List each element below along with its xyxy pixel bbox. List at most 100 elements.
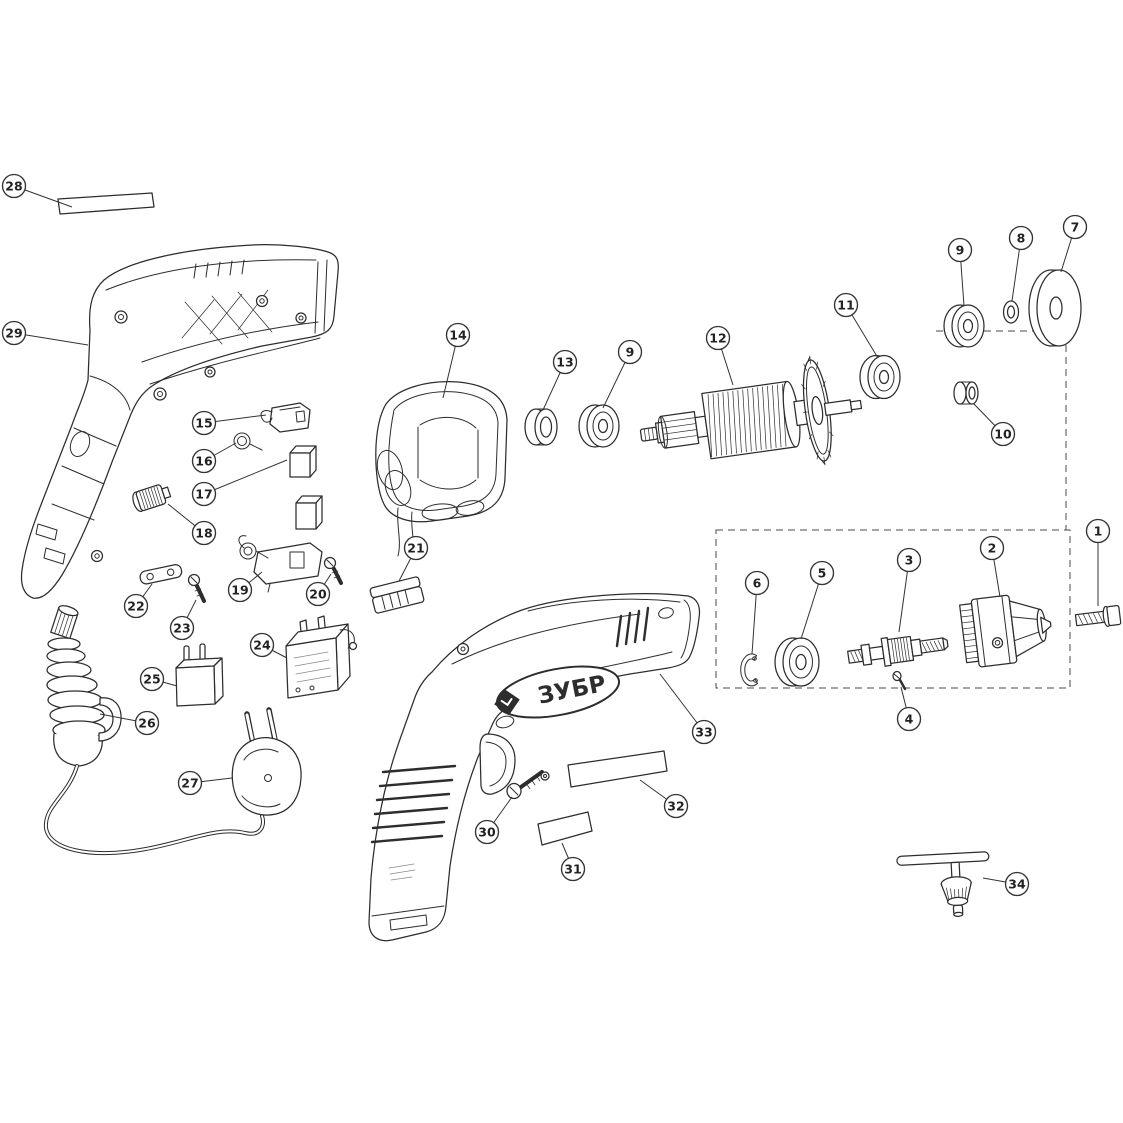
svg-text:21: 21 [407, 540, 424, 555]
part-washer-13 [524, 408, 558, 446]
part-chuck-key-34 [896, 851, 990, 917]
part-knurled-cap-18 [132, 484, 172, 512]
dashed-construction-lines [715, 330, 1071, 689]
part-terminal-block-25 [175, 643, 224, 707]
svg-text:8: 8 [1017, 230, 1026, 245]
callout-23: 23 [169, 599, 197, 641]
callout-14: 14 [442, 322, 471, 399]
part-bearing-9-rear [943, 304, 985, 348]
svg-text:12: 12 [709, 330, 726, 345]
svg-text:14: 14 [449, 327, 467, 342]
svg-text:1: 1 [1094, 523, 1103, 538]
svg-text:32: 32 [667, 798, 684, 813]
callout-18: 18 [167, 503, 217, 546]
brand-logo-icon [494, 689, 520, 715]
callout-33: 33 [659, 673, 717, 745]
part-chuck-2 [959, 594, 1052, 668]
callout-21: 21 [398, 535, 429, 582]
part-left-housing-29 [20, 244, 339, 599]
part-screw-20 [323, 556, 343, 585]
svg-text:29: 29 [5, 325, 22, 340]
part-brush-holder-19 [238, 535, 323, 593]
part-screw-4 [892, 670, 907, 691]
callout-12: 12 [705, 325, 734, 386]
part-stator-14 [375, 381, 508, 559]
svg-text:17: 17 [195, 486, 212, 501]
svg-text:19: 19 [231, 582, 248, 597]
part-screw-30 [506, 770, 544, 800]
callout-4: 4 [896, 686, 922, 732]
callout-22: 22 [123, 583, 153, 619]
svg-text:33: 33 [695, 724, 712, 739]
svg-text:23: 23 [173, 620, 190, 635]
part-cable-clamp-22 [139, 564, 183, 585]
callout-30: 30 [474, 796, 513, 845]
callout-34: 34 [982, 871, 1030, 897]
callout-31: 31 [560, 842, 586, 882]
svg-text:9: 9 [626, 344, 635, 359]
svg-text:18: 18 [195, 525, 212, 540]
svg-text:30: 30 [478, 824, 496, 839]
callout-9: 9 [602, 339, 643, 409]
callout-27: 27 [177, 770, 233, 796]
callout-20: 20 [305, 573, 332, 607]
part-brush-holder-15 [260, 402, 311, 433]
part-disc-7 [1028, 269, 1082, 347]
part-plug-27 [231, 707, 302, 816]
callout-7: 7 [1060, 214, 1088, 273]
callout-29: 29 [1, 320, 89, 346]
part-label-strip-28 [57, 192, 155, 215]
part-screw-1 [1074, 604, 1122, 627]
part-screw-23 [187, 573, 206, 603]
svg-text:20: 20 [309, 586, 327, 601]
callout-1: 1 [1085, 518, 1111, 606]
part-power-cord [43, 764, 265, 856]
svg-text:34: 34 [1008, 876, 1026, 891]
part-main-housing-33: ЗУБР [368, 593, 701, 942]
callout-11: 11 [833, 292, 879, 359]
part-spring-16 [233, 432, 263, 451]
callout-2: 2 [979, 535, 1005, 598]
svg-text:6: 6 [753, 575, 762, 590]
part-carbon-brush-17 [289, 445, 317, 478]
svg-text:4: 4 [905, 711, 914, 726]
part-bearing-5 [774, 637, 820, 687]
svg-text:13: 13 [556, 354, 573, 369]
part-ring-8 [1002, 300, 1020, 324]
svg-text:7: 7 [1071, 219, 1080, 234]
callout-8: 8 [1008, 225, 1034, 302]
callout-19: 19 [227, 571, 263, 603]
callout-15: 15 [191, 410, 267, 436]
part-slider-21 [369, 576, 425, 614]
part-label-31 [537, 811, 593, 846]
part-bearing-11 [859, 354, 901, 400]
svg-text:9: 9 [956, 242, 965, 257]
svg-text:31: 31 [564, 861, 581, 876]
svg-text:15: 15 [195, 415, 212, 430]
svg-text:10: 10 [994, 426, 1012, 441]
svg-text:25: 25 [143, 671, 160, 686]
svg-text:11: 11 [837, 297, 854, 312]
part-bushing-10 [953, 381, 979, 405]
svg-text:22: 22 [127, 598, 144, 613]
part-label-32 [567, 750, 668, 788]
part-spindle-3 [847, 635, 949, 667]
callout-5: 5 [800, 560, 835, 640]
callout-10: 10 [973, 403, 1016, 447]
part-carbon-brush-2 [295, 495, 323, 530]
svg-text:26: 26 [138, 715, 156, 730]
part-circlip-6 [740, 653, 758, 687]
part-cord-guard-26 [46, 605, 122, 767]
callout-26: 26 [99, 710, 160, 736]
svg-text:27: 27 [181, 775, 198, 790]
callout-28: 28 [1, 173, 73, 208]
part-bearing-9-front [578, 404, 620, 448]
svg-text:3: 3 [905, 552, 914, 567]
svg-text:2: 2 [988, 540, 997, 555]
svg-text:5: 5 [818, 565, 827, 580]
callout-17: 17 [191, 459, 288, 507]
callout-9: 9 [947, 237, 973, 307]
